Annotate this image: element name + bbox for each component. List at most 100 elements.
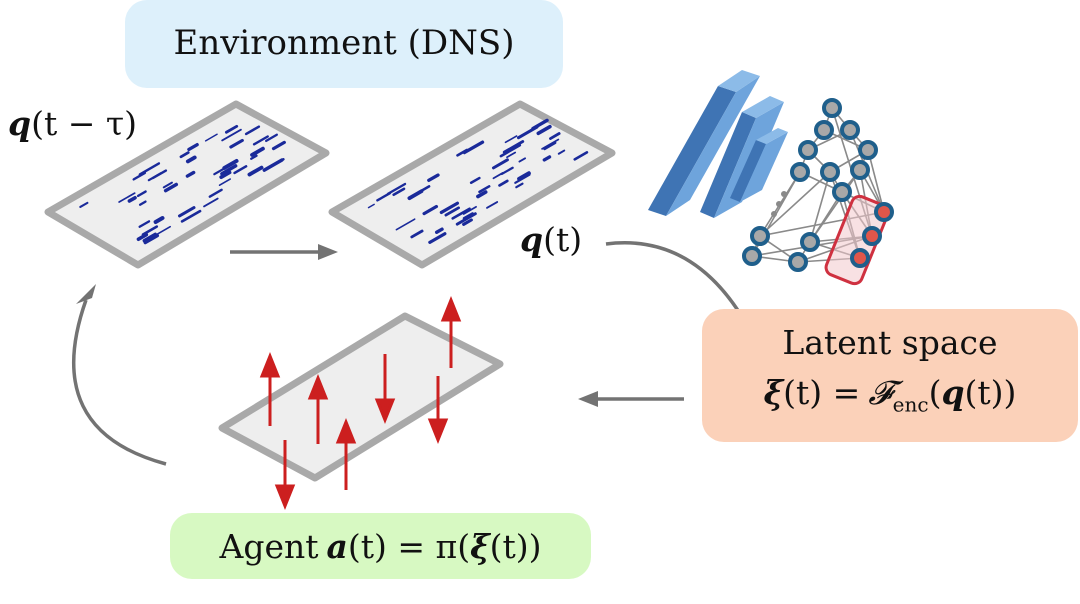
actuation-arrow-up bbox=[259, 351, 281, 426]
network-node bbox=[798, 140, 818, 160]
actuation-arrow-up bbox=[335, 417, 357, 490]
network-node bbox=[800, 232, 820, 252]
vortex-streak bbox=[491, 158, 509, 170]
vortex-streak bbox=[177, 206, 196, 218]
vortex-streak bbox=[118, 192, 136, 203]
vortex-streak bbox=[462, 205, 477, 215]
vortex-streak bbox=[187, 143, 199, 152]
actuation-plate bbox=[218, 312, 504, 482]
vortex-streak bbox=[451, 207, 471, 220]
vortex-streak bbox=[395, 218, 416, 231]
vortex-streak bbox=[163, 182, 179, 193]
environment-label: Environment (DNS) bbox=[173, 23, 515, 63]
vortex-streak bbox=[500, 166, 514, 176]
vortex-streak bbox=[138, 162, 161, 176]
vortex-streak bbox=[250, 154, 258, 160]
state-prev-label: q(t − τ) bbox=[8, 104, 137, 143]
latent-space-box: Latent space ξ(t) = 𝓕enc(q(t)) bbox=[702, 309, 1078, 442]
vortex-streak bbox=[499, 143, 522, 158]
latent-highlight-box bbox=[824, 194, 890, 286]
ellipsis-dots bbox=[771, 191, 787, 217]
vortex-streak bbox=[478, 185, 491, 194]
state-now-symbol: q bbox=[520, 220, 544, 259]
network-node bbox=[790, 162, 810, 182]
vortex-streak bbox=[476, 190, 488, 199]
vortex-streak bbox=[486, 201, 499, 209]
vortex-streak bbox=[233, 165, 248, 175]
encoder-operator: 𝓕 bbox=[868, 373, 893, 412]
vortex-streak bbox=[422, 204, 439, 216]
vortex-streak bbox=[271, 140, 286, 151]
network-edge bbox=[867, 149, 885, 213]
agent-xi-args: (t)) bbox=[489, 527, 542, 566]
network-node bbox=[814, 120, 834, 140]
vortex-streak bbox=[367, 203, 375, 209]
vortex-streak bbox=[410, 229, 424, 239]
vortex-streak bbox=[434, 227, 444, 234]
latent-q-args: (t)) bbox=[964, 373, 1017, 412]
vortex-streak bbox=[203, 197, 219, 208]
vortex-streak bbox=[469, 176, 481, 185]
vortex-streak bbox=[220, 164, 238, 176]
vortex-streak bbox=[180, 209, 202, 223]
network-edge bbox=[759, 171, 831, 237]
vortex-streak bbox=[143, 233, 160, 245]
flow-snapshot-current bbox=[328, 100, 616, 269]
agent-equation: Agent a(t) = π(ξ(t)) bbox=[170, 527, 591, 566]
actuation-arrow-down bbox=[274, 440, 296, 511]
vortex-streak bbox=[132, 171, 147, 181]
vortex-streak bbox=[462, 212, 474, 220]
agent-box: Agent a(t) = π(ξ(t)) bbox=[170, 513, 591, 579]
vortex-streak bbox=[506, 151, 517, 159]
vortex-streak bbox=[141, 225, 159, 236]
network-node bbox=[820, 162, 840, 182]
policy-arrow bbox=[578, 391, 684, 407]
feedback-arrow bbox=[72, 284, 167, 466]
vortex-streak bbox=[456, 148, 469, 157]
vortex-streak bbox=[516, 125, 539, 140]
agent-action-args: (t) = π( bbox=[347, 527, 471, 566]
flow-snapshot-prev bbox=[44, 100, 330, 269]
state-prev-symbol: q bbox=[8, 104, 32, 143]
latent-xi-args: (t) = bbox=[783, 373, 861, 412]
vortex-streak bbox=[204, 133, 218, 142]
vortex-streak bbox=[153, 216, 165, 224]
vortex-streak bbox=[138, 200, 147, 206]
vortex-streak bbox=[444, 206, 460, 217]
vortex-streak bbox=[518, 157, 527, 163]
vortex-streak bbox=[455, 212, 477, 226]
vortex-streak bbox=[573, 151, 589, 161]
network-node bbox=[788, 252, 808, 272]
vortex-streak bbox=[185, 155, 197, 164]
vortex-streak bbox=[498, 179, 509, 187]
agent-xi-symbol: ξ bbox=[470, 527, 490, 566]
network-node bbox=[858, 140, 878, 160]
latent-node bbox=[874, 202, 894, 222]
encoder-cnn-icon bbox=[648, 70, 788, 218]
state-prev-args: (t − τ) bbox=[31, 104, 137, 143]
network-node bbox=[840, 120, 860, 140]
vortex-streak bbox=[262, 158, 284, 172]
encoder-operator-subscript: enc bbox=[892, 392, 929, 417]
vortex-streak bbox=[543, 141, 557, 151]
time-advance-arrow bbox=[230, 244, 338, 260]
agent-action-symbol: a bbox=[326, 527, 348, 566]
vortical-structures-current bbox=[367, 118, 589, 244]
encoder-open-paren: ( bbox=[928, 373, 942, 412]
latent-node bbox=[862, 226, 882, 246]
vortex-streak bbox=[138, 220, 151, 228]
vortex-streak bbox=[386, 182, 407, 195]
vortex-streak bbox=[502, 140, 525, 154]
agent-word: Agent bbox=[219, 527, 319, 566]
vortex-streak bbox=[185, 170, 196, 178]
latent-q-symbol: q bbox=[941, 373, 965, 412]
vortex-streak bbox=[427, 173, 440, 183]
vortex-streak bbox=[244, 125, 261, 136]
vortex-streak bbox=[517, 171, 531, 181]
vortex-streak bbox=[179, 151, 190, 159]
vortex-streak bbox=[136, 190, 147, 198]
network-node bbox=[750, 226, 770, 246]
vortex-streak bbox=[151, 169, 168, 180]
